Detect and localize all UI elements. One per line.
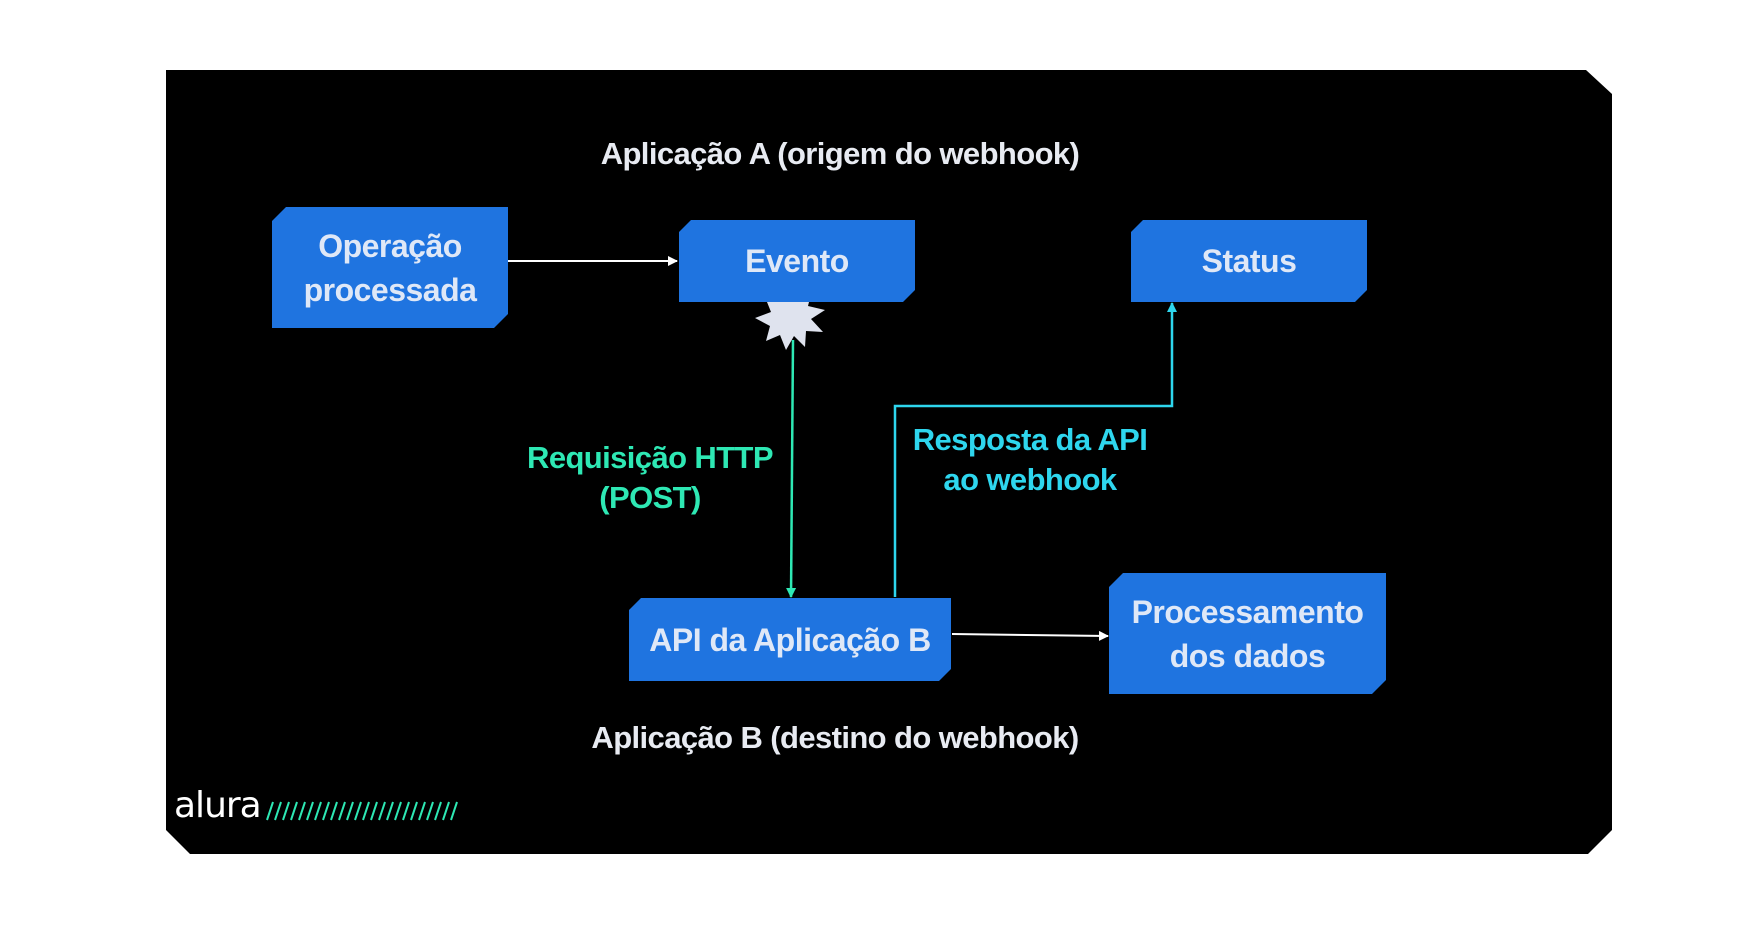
edge-evento-api-b <box>786 339 797 598</box>
node-api-aplicacao-b: API da Aplicação B <box>629 598 951 681</box>
app-a-heading: Aplicação A (origem do webhook) <box>600 136 1080 171</box>
node-operacao-line-2: processada <box>303 271 477 308</box>
edge-label-requisicao: Requisição HTTP (POST) <box>500 438 800 518</box>
edge-label-resposta: Resposta da API ao webhook <box>880 420 1180 500</box>
app-b-heading: Aplicação B (destino do webhook) <box>591 720 1079 755</box>
node-operacao-line-1: Operação <box>318 227 462 264</box>
edge-label-requisicao-line-1: Requisição HTTP <box>527 440 774 475</box>
alura-logo-icon: alura <box>174 785 262 826</box>
edge-label-resposta-line-2: ao webhook <box>943 462 1117 497</box>
diagram-card <box>166 70 1612 854</box>
node-operacao-processada: Operação processada <box>272 207 508 328</box>
node-evento-label: Evento <box>745 243 849 279</box>
edge-api-b-processamento <box>951 630 1109 641</box>
node-api-b-label: API da Aplicação B <box>649 621 931 658</box>
logo-stripes-icon <box>266 801 458 821</box>
node-evento: Evento <box>679 220 915 302</box>
node-processamento-dados: Processamento dos dados <box>1109 573 1386 694</box>
node-processamento-line-2: dos dados <box>1169 637 1326 674</box>
alura-logo-text: alura <box>174 785 262 826</box>
node-status: Status <box>1131 220 1367 302</box>
edge-api-b-status <box>893 302 1177 597</box>
node-processamento-line-1: Processamento <box>1131 593 1364 630</box>
edge-label-requisicao-line-2: (POST) <box>599 480 701 515</box>
node-status-label: Status <box>1201 243 1297 279</box>
edge-label-resposta-line-1: Resposta da API <box>912 422 1148 457</box>
